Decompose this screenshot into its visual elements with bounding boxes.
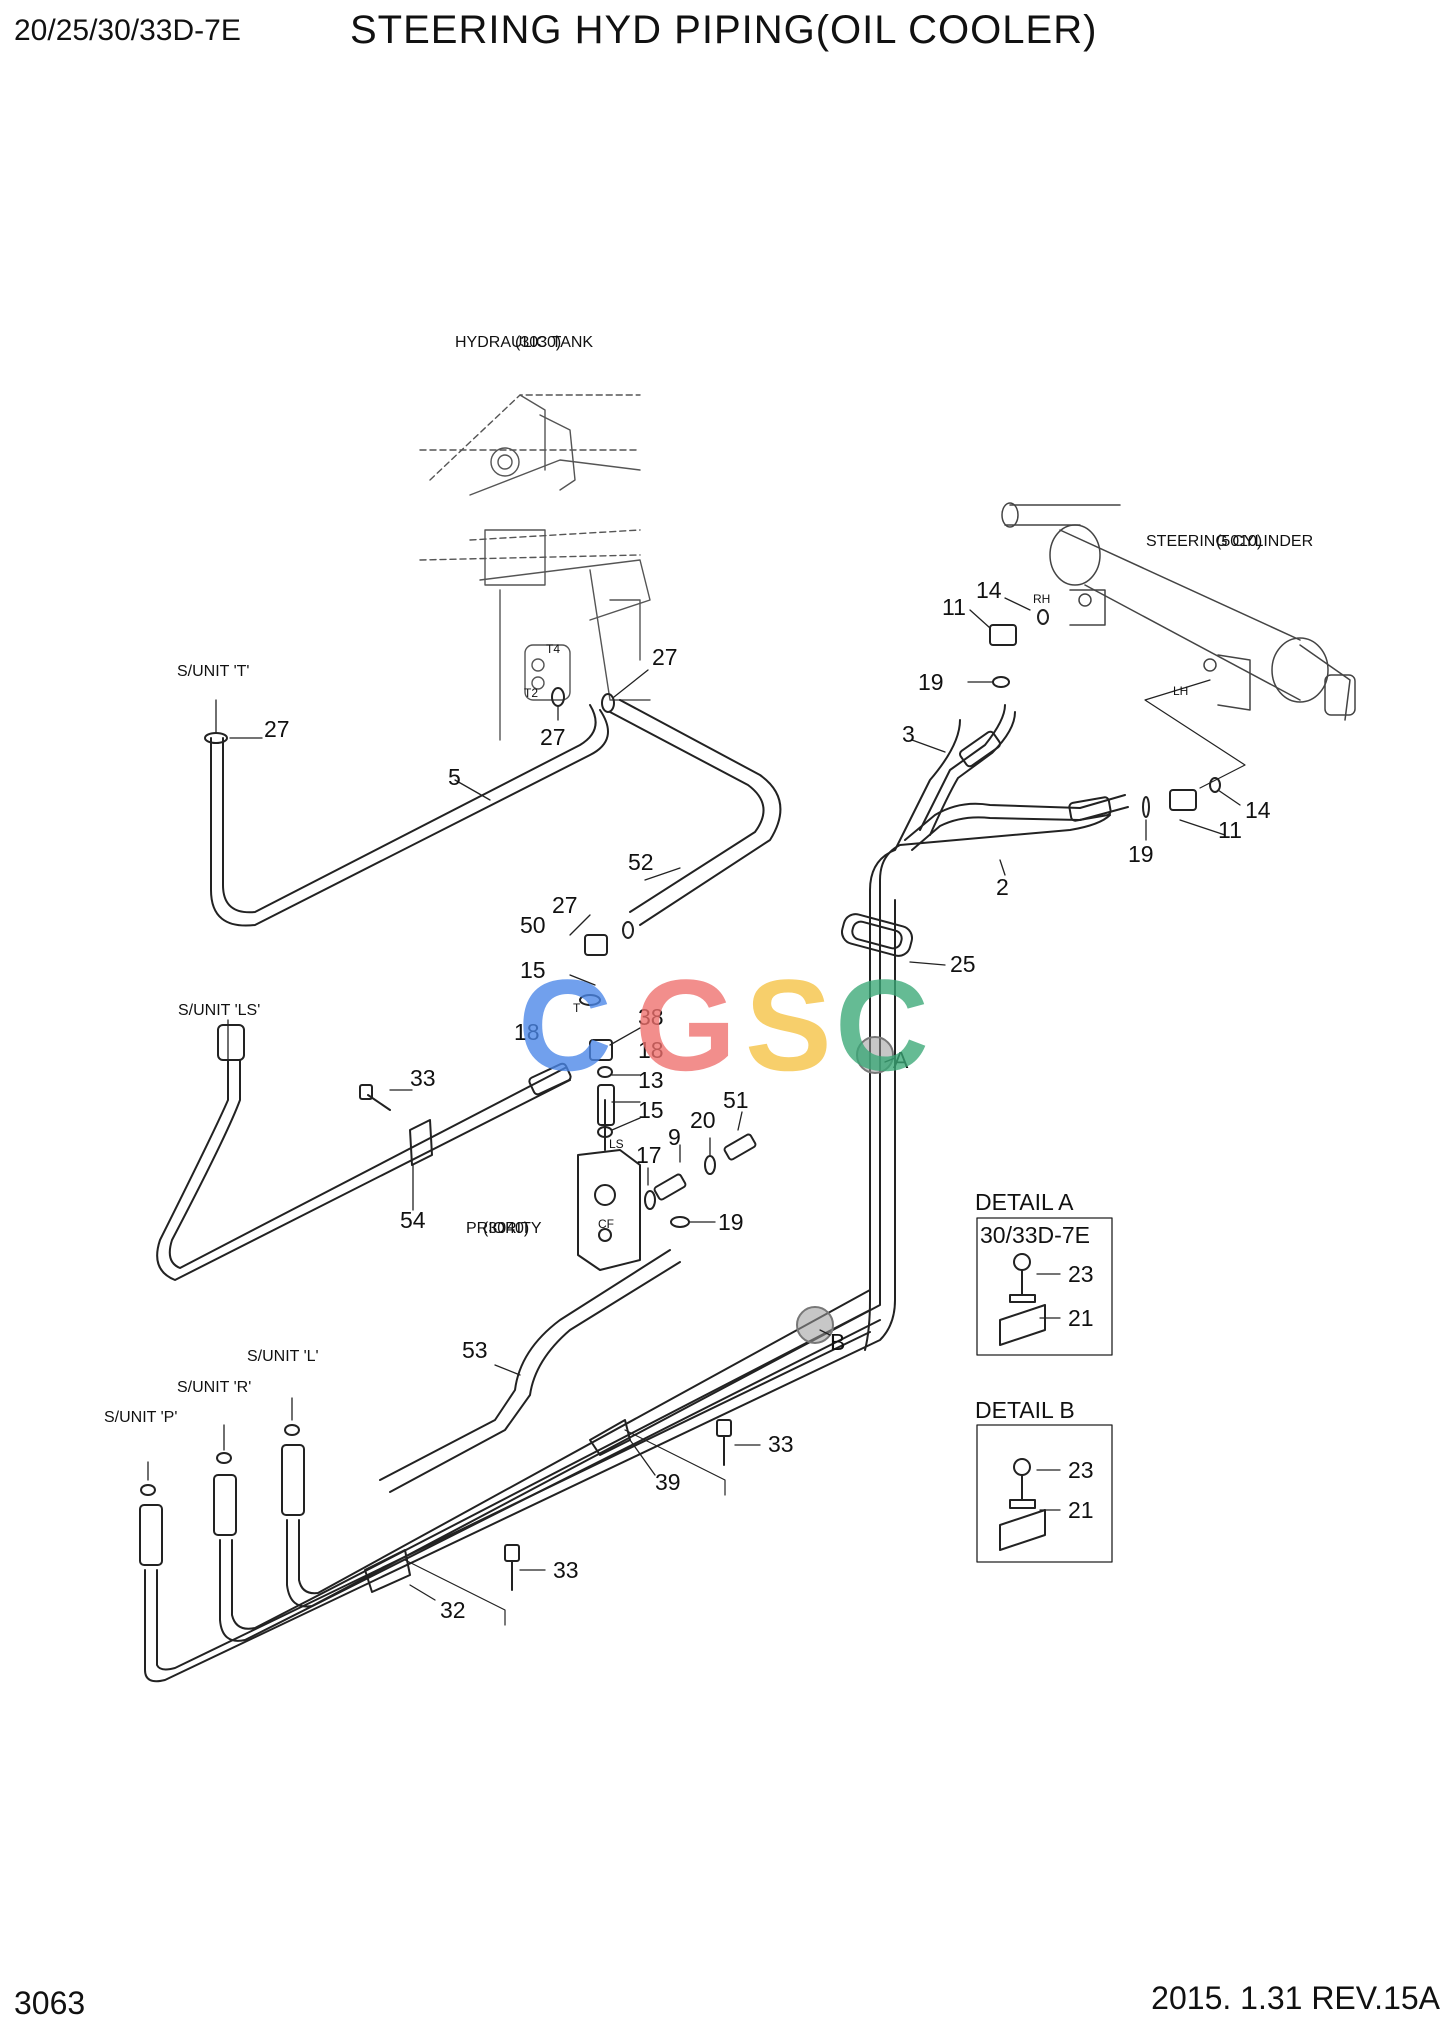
- part-number: 54: [400, 1207, 426, 1233]
- sunit-r-label: S/UNIT 'R': [177, 1379, 251, 1396]
- sunit-ls-label: S/UNIT 'LS': [178, 1002, 260, 1019]
- priority-valve-drawing: [577, 1084, 641, 1271]
- part-number: 14: [976, 577, 1002, 603]
- part-number: 2: [996, 874, 1009, 900]
- part-number: 52: [628, 849, 654, 875]
- port-t2: T2: [524, 686, 538, 700]
- detail-a-subtitle: 30/33D-7E: [980, 1222, 1090, 1248]
- part-number: 13: [638, 1067, 664, 1093]
- pipe-2-3: [904, 704, 1129, 851]
- part-number: 11: [1218, 817, 1242, 843]
- part-number: 27: [652, 644, 678, 670]
- detail-a-marker-label: A: [893, 1047, 909, 1073]
- watermark-letter: C: [835, 952, 929, 1098]
- part-number: 39: [655, 1469, 681, 1495]
- detail-b-box: [976, 1424, 1113, 1563]
- clamps-bolts: [359, 1084, 732, 1626]
- port-cf: CF: [598, 1217, 614, 1231]
- fittings: [139, 609, 1221, 1566]
- hydraulic-tank-label: HYDRAULIC TANK: [455, 334, 593, 351]
- part-number: 27: [552, 892, 578, 918]
- watermark-letter: G: [635, 952, 736, 1098]
- part-number: 33: [410, 1065, 436, 1091]
- detail-a-part: 23: [1068, 1261, 1094, 1287]
- priority-valve-label: PRIORITY: [466, 1220, 542, 1237]
- pipe-54: [156, 1059, 571, 1281]
- part-number: 14: [1245, 797, 1271, 823]
- detail-a-title: DETAIL A: [975, 1189, 1074, 1215]
- port-rh: RH: [1033, 592, 1050, 606]
- sunit-p-label: S/UNIT 'P': [104, 1409, 177, 1426]
- part-number: 19: [918, 669, 944, 695]
- page-title: STEERING HYD PIPING(OIL COOLER): [350, 8, 1098, 52]
- steering-cylinder-drawing: [1001, 502, 1356, 789]
- part-number: 25: [950, 951, 976, 977]
- part-number: 19: [1128, 841, 1154, 867]
- detail-b-part: 21: [1068, 1497, 1094, 1523]
- part-number: 3: [902, 721, 915, 747]
- part-number: 33: [768, 1431, 794, 1457]
- port-t4: T4: [546, 642, 560, 656]
- leader-lines: [147, 597, 1241, 1601]
- pipe-5: [210, 704, 609, 927]
- priority-valve-ref: (3040): [483, 1220, 529, 1237]
- part-number: 15: [520, 957, 546, 983]
- port-t: T: [573, 1001, 581, 1015]
- watermark-letter: S: [745, 952, 832, 1098]
- watermark-letter: C: [518, 952, 612, 1098]
- part-number: 9: [668, 1124, 681, 1150]
- part-number: 33: [553, 1557, 579, 1583]
- detail-b-part: 23: [1068, 1457, 1094, 1483]
- part-number: 51: [723, 1087, 749, 1113]
- pipe-53: [379, 1249, 681, 1493]
- detail-b-title: DETAIL B: [975, 1397, 1075, 1423]
- part-number: 27: [540, 724, 566, 750]
- part-number: 32: [440, 1597, 466, 1623]
- detail-b-marker-label: B: [830, 1329, 845, 1355]
- part-number: 15: [638, 1097, 664, 1123]
- clamp-25: [841, 913, 913, 957]
- model-number: 20/25/30/33D-7E: [14, 14, 241, 47]
- part-number: 17: [636, 1142, 662, 1168]
- part-number: 20: [690, 1107, 716, 1133]
- page-number: 3063: [14, 1985, 86, 2021]
- port-ls: LS: [609, 1137, 624, 1151]
- port-lh: LH: [1173, 684, 1188, 698]
- part-number: 53: [462, 1337, 488, 1363]
- revision-date: 2015. 1.31 REV.15A: [1151, 1980, 1440, 2016]
- detail-b-marker: [796, 1306, 834, 1344]
- part-number: 38: [638, 1004, 664, 1030]
- part-number: 19: [718, 1209, 744, 1235]
- hydraulic-tank-drawing: [419, 394, 651, 741]
- watermark-logo: C G S C: [518, 952, 929, 1098]
- part-number: 50: [520, 912, 546, 938]
- sunit-l-label: S/UNIT 'L': [247, 1348, 319, 1365]
- detail-a-part: 21: [1068, 1305, 1094, 1331]
- hydraulic-tank-ref: (3030): [515, 334, 561, 351]
- sunit-t-label: S/UNIT 'T': [177, 663, 249, 680]
- steering-cylinder-ref: (5010): [1216, 533, 1262, 550]
- main-lines: [144, 719, 1111, 1683]
- part-number: 18: [638, 1037, 664, 1063]
- pipe-52: [609, 699, 782, 926]
- part-number: 18: [514, 1019, 540, 1045]
- part-number: 27: [264, 716, 290, 742]
- part-number: 5: [448, 764, 461, 790]
- detail-a-box: [976, 1217, 1113, 1356]
- part-number: 11: [942, 594, 966, 620]
- detail-a-marker: [856, 1036, 894, 1074]
- steering-cylinder-label: STEERING CYLINDER: [1146, 533, 1313, 550]
